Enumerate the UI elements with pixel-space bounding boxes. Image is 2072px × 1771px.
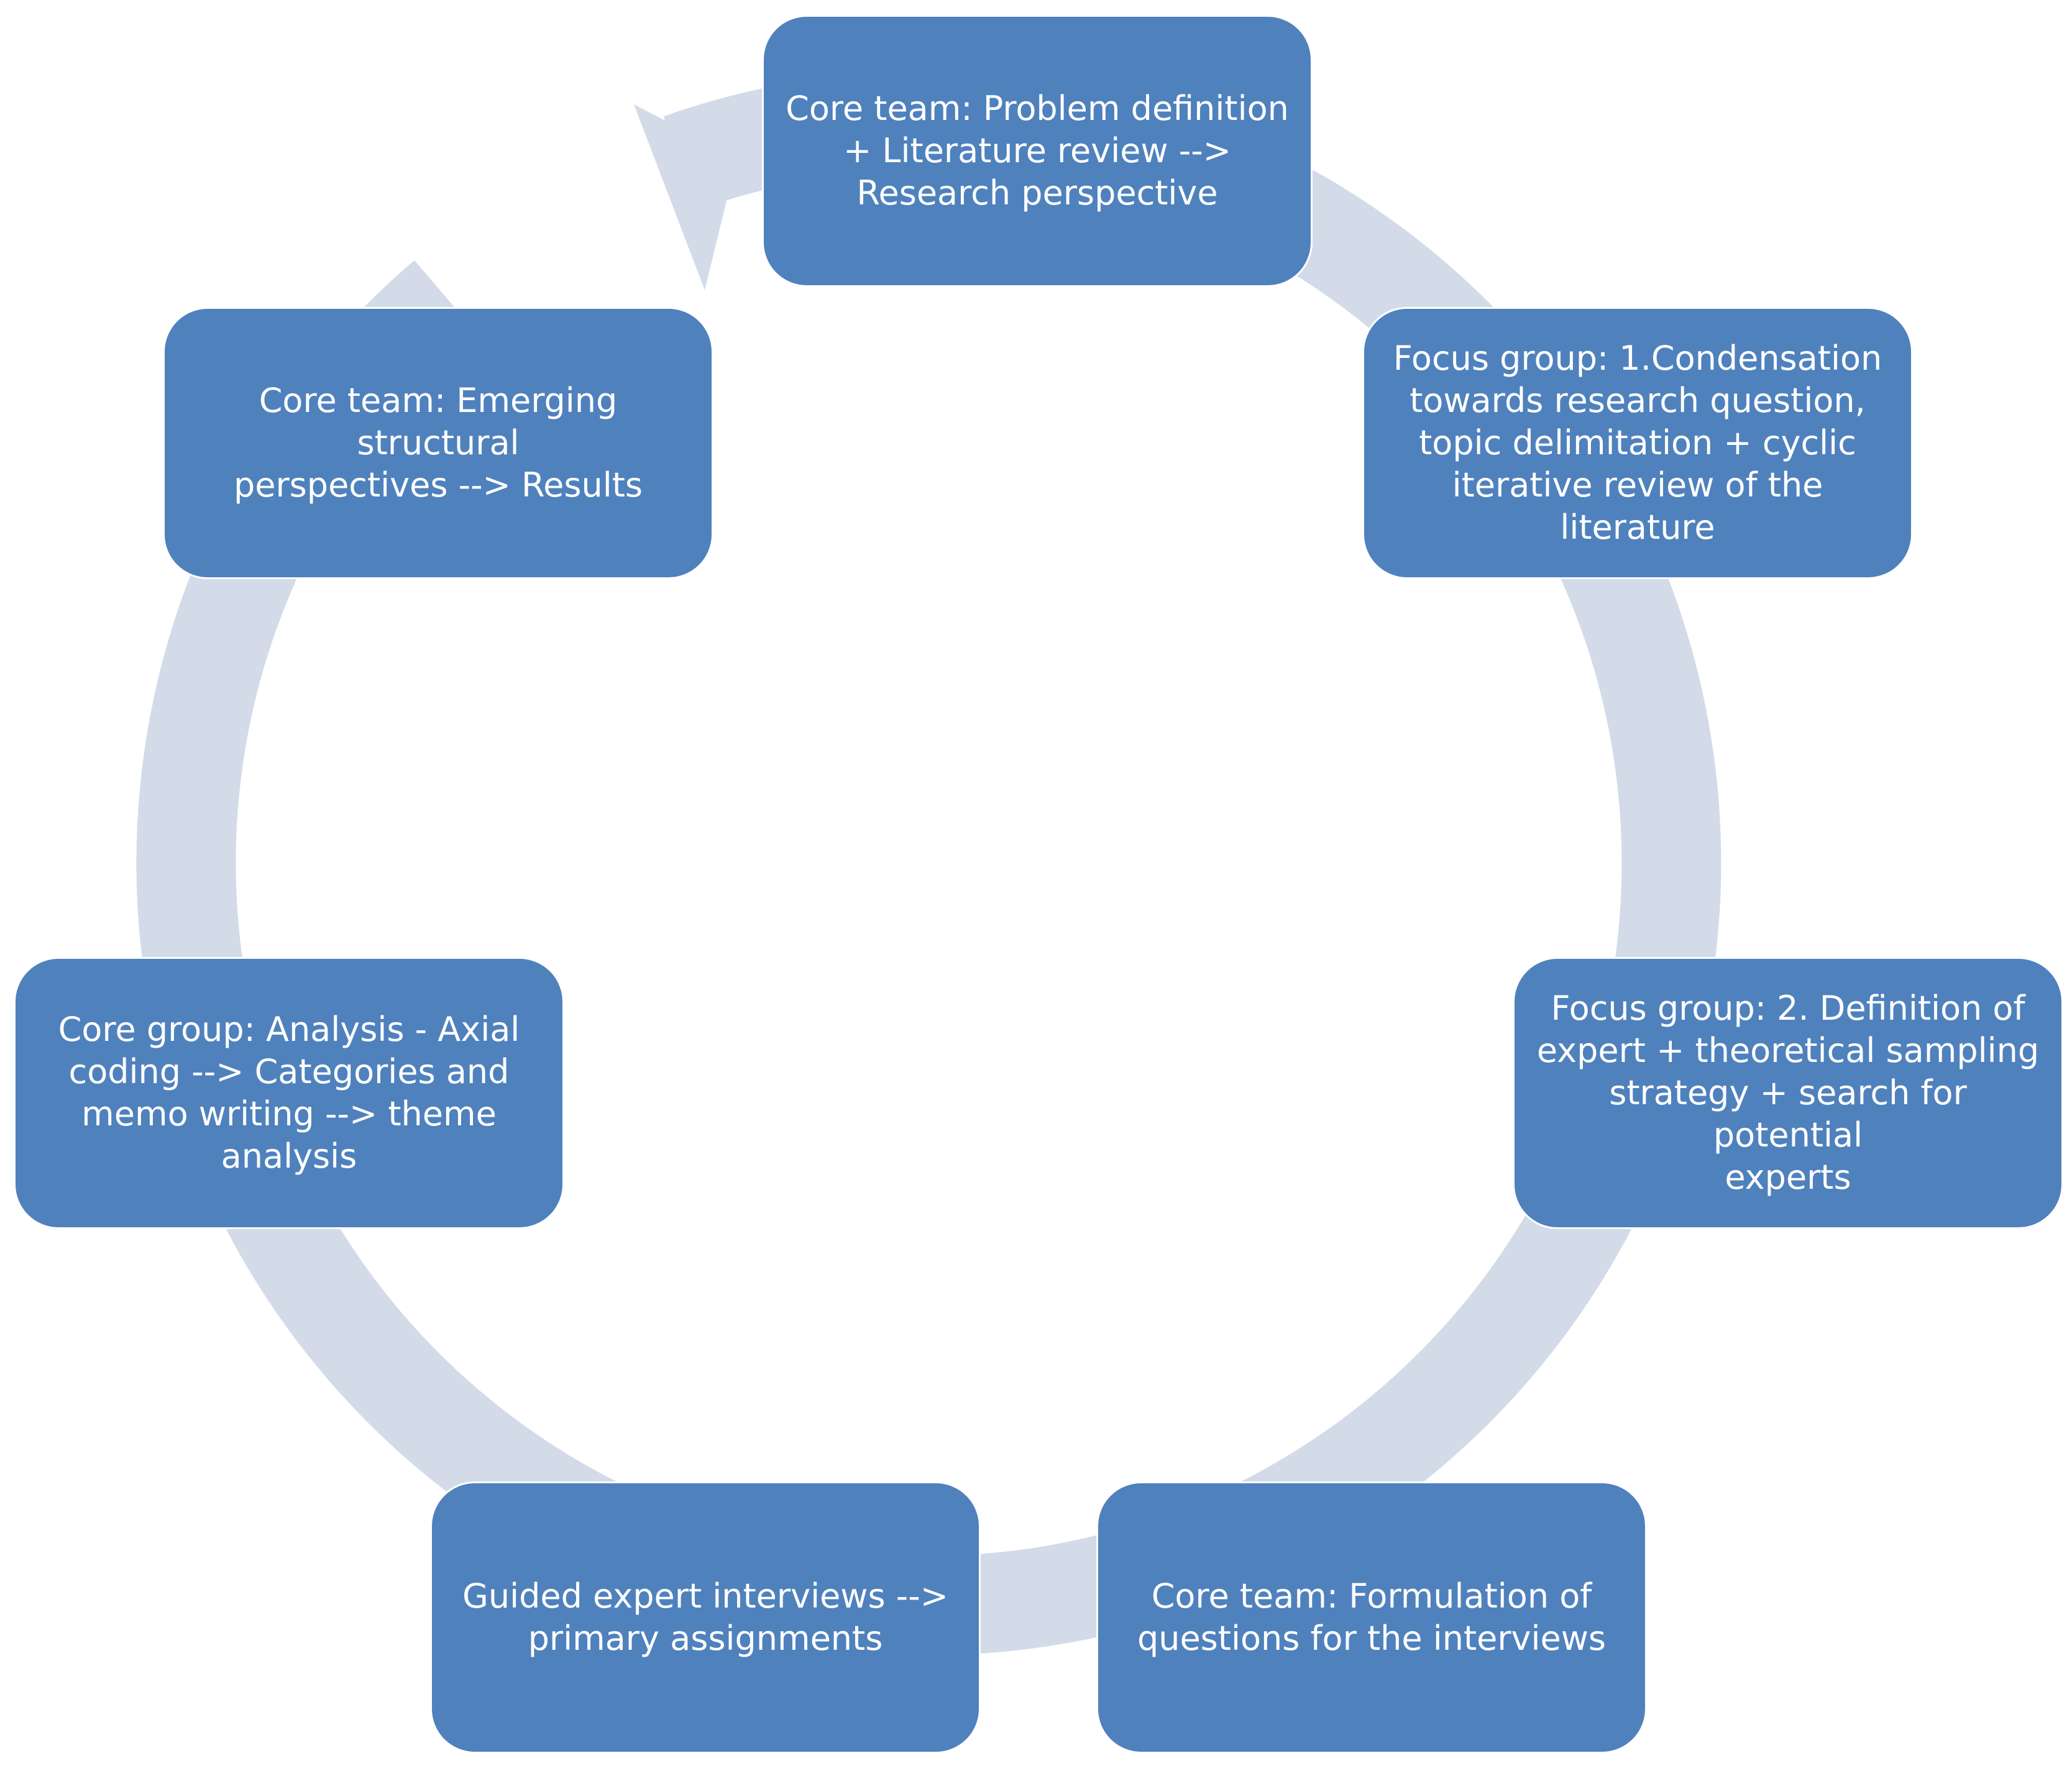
step-analysis-axial-coding: Core group: Analysis - Axial coding --> … <box>14 957 564 1229</box>
step-label: Focus group: 2. Definition of expert + t… <box>1536 989 2040 1197</box>
step-formulation-questions: Core team: Formulation of questions for … <box>1096 1481 1647 1754</box>
step-label: Core team: Emerging structural perspecti… <box>233 381 643 505</box>
step-emerging-perspectives: Core team: Emerging structural perspecti… <box>163 307 713 579</box>
step-label: Guided expert interviews --> primary ass… <box>462 1577 948 1658</box>
cycle-arrow-head <box>634 104 737 290</box>
step-focus-group-condensation: Focus group: 1.Condensation towards rese… <box>1362 307 1913 579</box>
step-problem-definition: Core team: Problem definition + Literatu… <box>762 15 1313 287</box>
step-focus-group-definition: Focus group: 2. Definition of expert + t… <box>1513 957 2063 1229</box>
step-guided-interviews: Guided expert interviews --> primary ass… <box>430 1481 981 1754</box>
step-label: Core group: Analysis - Axial coding --> … <box>58 1010 520 1176</box>
step-label: Core team: Problem definition + Literatu… <box>786 89 1289 213</box>
step-label: Core team: Formulation of questions for … <box>1137 1577 1607 1658</box>
step-label: Focus group: 1.Condensation towards rese… <box>1393 339 1882 547</box>
